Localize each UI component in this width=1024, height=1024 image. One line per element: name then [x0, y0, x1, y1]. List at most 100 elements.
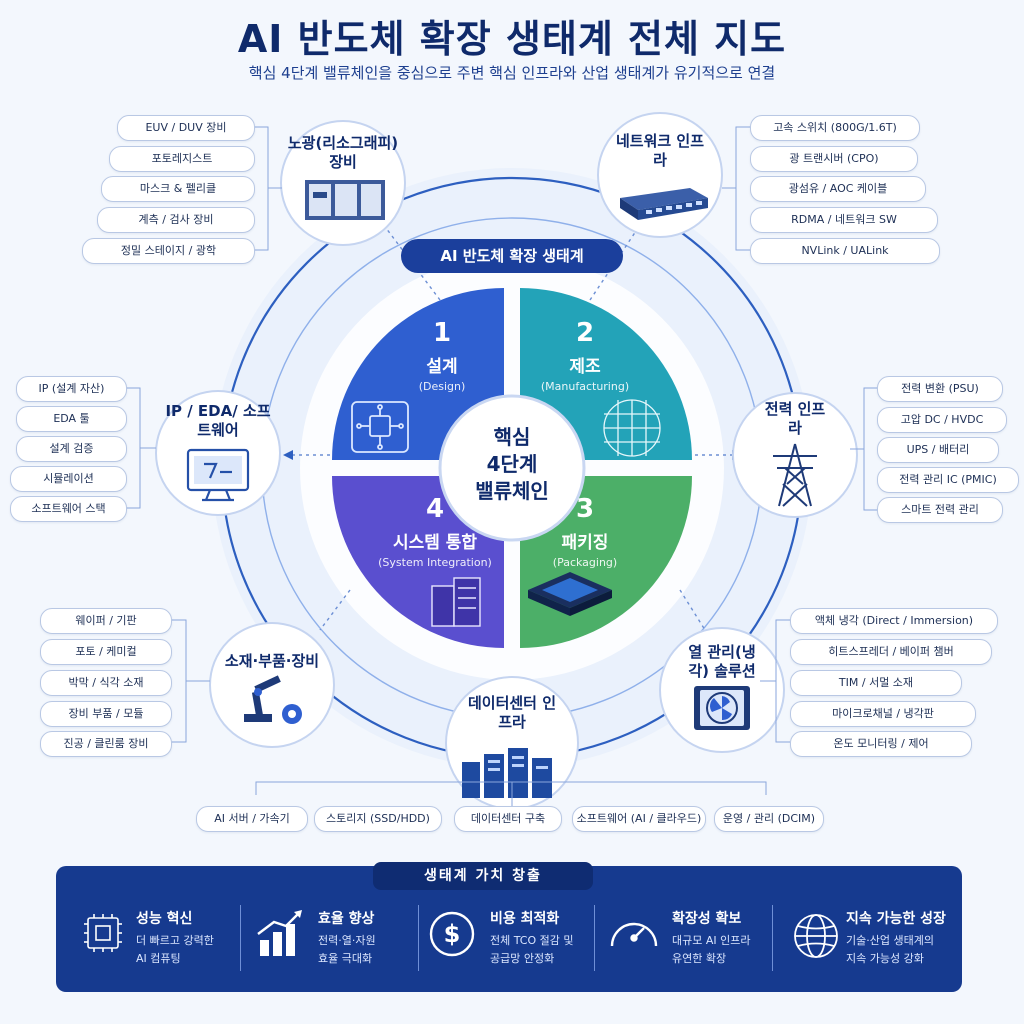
thermal-item: TIM / 서멀 소재 — [790, 670, 962, 696]
datacenter-item: 스토리지 (SSD/HDD) — [314, 806, 442, 832]
materials-item: 진공 / 클린룸 장비 — [40, 731, 172, 757]
power-item: 전력 관리 IC (PMIC) — [877, 467, 1019, 493]
wafer-icon — [603, 399, 661, 457]
arrow-eda — [283, 450, 293, 460]
stage-name: 패키징 — [561, 533, 609, 553]
eda-item: IP (설계 자산) — [16, 376, 127, 402]
litho-item: 마스크 & 펠리클 — [101, 176, 255, 202]
core-line: 밸류체인 — [475, 479, 549, 503]
value-desc-line: 효율 극대화 — [318, 952, 373, 965]
thermal-item: 온도 모니터링 / 제어 — [790, 731, 972, 757]
page-subtitle: 핵심 4단계 밸류체인을 중심으로 주변 핵심 인프라와 산업 생태계가 유기적… — [248, 64, 776, 82]
value-banner-header: 생태계 가치 창출 — [373, 862, 593, 890]
network-item: 광섬유 / AOC 케이블 — [750, 176, 926, 202]
datacenter-item: 운영 / 관리 (DCIM) — [714, 806, 824, 832]
eda-item: EDA 툴 — [16, 406, 127, 432]
power-item: 고압 DC / HVDC — [877, 407, 1007, 433]
stage-name-en: (System Integration) — [378, 556, 492, 569]
power-item: 전력 변환 (PSU) — [877, 376, 1003, 402]
connector-network — [589, 224, 641, 301]
value-divider — [240, 905, 241, 971]
eda-item: 소프트웨어 스택 — [10, 496, 127, 522]
value-desc: 대규모 AI 인프라 유연한 확장 — [672, 932, 792, 968]
litho-item: EUV / DUV 장비 — [117, 115, 255, 141]
node-title-eda: IP / EDA/ 소프트웨어 — [165, 402, 271, 439]
value-desc: 전력·열·자원 효율 극대화 — [318, 932, 438, 968]
stage-name: 시스템 통합 — [392, 533, 478, 553]
stage-number: 2 — [575, 318, 595, 348]
stage-name-en: (Packaging) — [552, 556, 618, 569]
litho-item: 계측 / 검사 장비 — [97, 207, 255, 233]
power-item: 스마트 전력 관리 — [877, 497, 1003, 523]
connector-thermal — [679, 589, 706, 631]
page-title: AI 반도체 확장 생태계 전체 지도 — [237, 17, 787, 61]
value-divider — [594, 905, 595, 971]
stage-system-integration: 4 시스템 통합 (System Integration) — [350, 494, 520, 569]
server-rack-icon — [431, 577, 481, 627]
stage-number: 1 — [432, 318, 452, 348]
datacenter-item: 소프트웨어 (AI / 클라우드) — [572, 806, 706, 832]
datacenter-item: AI 서버 / 가속기 — [196, 806, 308, 832]
eda-item: 설계 검증 — [16, 436, 127, 462]
stage-name-en: (Manufacturing) — [540, 380, 630, 393]
core-line: 4단계 — [486, 452, 538, 476]
materials-item: 장비 부품 / 모듈 — [40, 701, 172, 727]
core-circle — [438, 394, 586, 542]
chip-circuit-icon — [351, 401, 409, 453]
ecosystem-label-pill: AI 반도체 확장 생태계 — [401, 239, 623, 273]
network-item: RDMA / 네트워크 SW — [750, 207, 938, 233]
core-line: 핵심 — [493, 425, 531, 449]
robot-arm-gear-icon — [244, 675, 302, 724]
core-label: 핵심 4단계 밸류체인 — [442, 424, 582, 505]
node-title-materials: 소재·부품·장비 — [224, 652, 320, 670]
value-title: 효율 향상 — [318, 911, 375, 927]
value-desc: 기술·산업 생태계의 지속 가능성 강화 — [846, 932, 966, 968]
value-desc-line: 전력·열·자원 — [318, 934, 376, 947]
stage-name: 제조 — [569, 357, 601, 377]
network-item: 광 트랜시버 (CPO) — [750, 146, 918, 172]
power-item: UPS / 배터리 — [877, 437, 999, 463]
stage-number: 3 — [575, 494, 595, 524]
value-desc-line: 공급망 안정화 — [490, 952, 555, 965]
value-divider — [772, 905, 773, 971]
value-desc-line: 대규모 AI 인프라 — [672, 934, 751, 947]
value-title: 지속 가능한 성장 — [846, 911, 946, 927]
thermal-item: 마이크로채널 / 냉각판 — [790, 701, 976, 727]
materials-item: 박막 / 식각 소재 — [40, 670, 172, 696]
value-divider — [418, 905, 419, 971]
value-desc-line: 더 빠르고 강력한 — [136, 934, 214, 947]
materials-item: 포토 / 케미컬 — [40, 639, 172, 665]
value-desc-line: 지속 가능성 강화 — [846, 952, 924, 965]
monitor-design-icon — [186, 448, 250, 502]
value-title: 확장성 확보 — [672, 911, 742, 927]
node-title-power: 전력 인프라 — [764, 400, 826, 437]
thermal-item: 액체 냉각 (Direct / Immersion) — [790, 608, 998, 634]
node-title-litho: 노광(리소그래피) 장비 — [287, 134, 399, 171]
network-item: 고속 스위치 (800G/1.6T) — [750, 115, 920, 141]
stage-design: 1 설계 (Design) — [367, 318, 517, 393]
materials-item: 웨이퍼 / 기판 — [40, 608, 172, 634]
bracket-lines — [125, 126, 877, 810]
stage-manufacturing: 2 제조 (Manufacturing) — [510, 318, 660, 393]
cooling-fan-icon — [694, 686, 750, 730]
lithography-machine-icon — [305, 180, 385, 220]
value-desc-line: 유연한 확장 — [672, 952, 727, 965]
eda-item: 시뮬레이션 — [10, 466, 127, 492]
network-item: NVLink / UALink — [750, 238, 940, 264]
node-title-datacenter: 데이터센터 인프라 — [467, 694, 557, 731]
stage-name: 설계 — [426, 357, 458, 377]
litho-item: 포토레지스트 — [109, 146, 255, 172]
power-tower-icon — [773, 443, 817, 507]
value-desc-line: 기술·산업 생태계의 — [846, 934, 934, 947]
stage-name-en: (Design) — [418, 380, 466, 393]
litho-item: 정밀 스테이지 / 광학 — [82, 238, 255, 264]
value-desc: 더 빠르고 강력한 AI 컴퓨팅 — [136, 932, 256, 968]
datacenter-item: 데이터센터 구축 — [454, 806, 562, 832]
stage-packaging: 3 패키징 (Packaging) — [510, 494, 660, 569]
value-title: 성능 혁신 — [136, 911, 193, 927]
thermal-item: 히트스프레더 / 베이퍼 챔버 — [790, 639, 992, 665]
package-chip-icon — [528, 572, 612, 616]
network-switch-icon — [620, 188, 708, 220]
